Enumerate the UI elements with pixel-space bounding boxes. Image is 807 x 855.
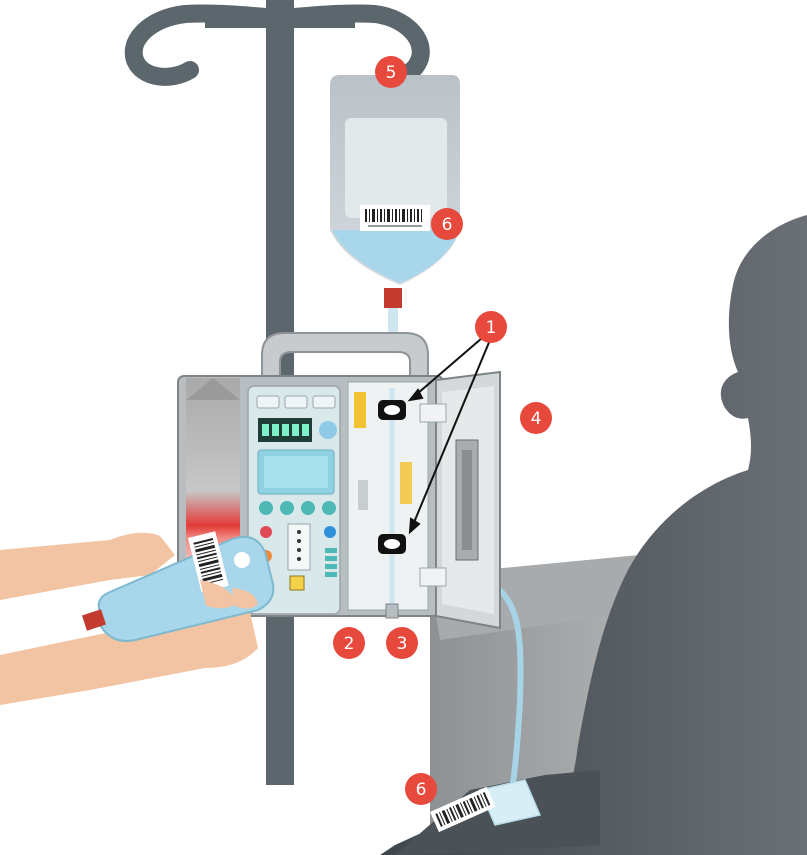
- svg-text:4: 4: [531, 409, 542, 429]
- callout-badge-2: 2: [333, 627, 365, 659]
- svg-text:6: 6: [416, 780, 427, 800]
- callout-badge-6-bag: 6: [431, 208, 463, 240]
- svg-text:5: 5: [386, 63, 397, 83]
- panel-button[interactable]: [257, 396, 279, 408]
- callout-badge-6-wrist: 6: [405, 773, 437, 805]
- info-button[interactable]: [324, 526, 336, 538]
- svg-text:3: 3: [397, 634, 408, 654]
- stop-button[interactable]: [260, 526, 272, 538]
- callout-badge-1: 1: [475, 311, 507, 343]
- dial-knob[interactable]: [319, 421, 337, 439]
- svg-text:2: 2: [344, 634, 355, 654]
- nurse-hands: [0, 531, 273, 705]
- callout-badge-3: 3: [386, 627, 418, 659]
- svg-text:6: 6: [442, 215, 453, 235]
- iv-bag: [330, 75, 460, 340]
- callout-badge-5: 5: [375, 56, 407, 88]
- panel-button[interactable]: [285, 396, 307, 408]
- bag-spout: [384, 288, 402, 308]
- panel-button[interactable]: [313, 396, 335, 408]
- bag-barcode: [360, 205, 430, 231]
- callout-badge-4: 4: [520, 402, 552, 434]
- svg-text:1: 1: [486, 318, 497, 338]
